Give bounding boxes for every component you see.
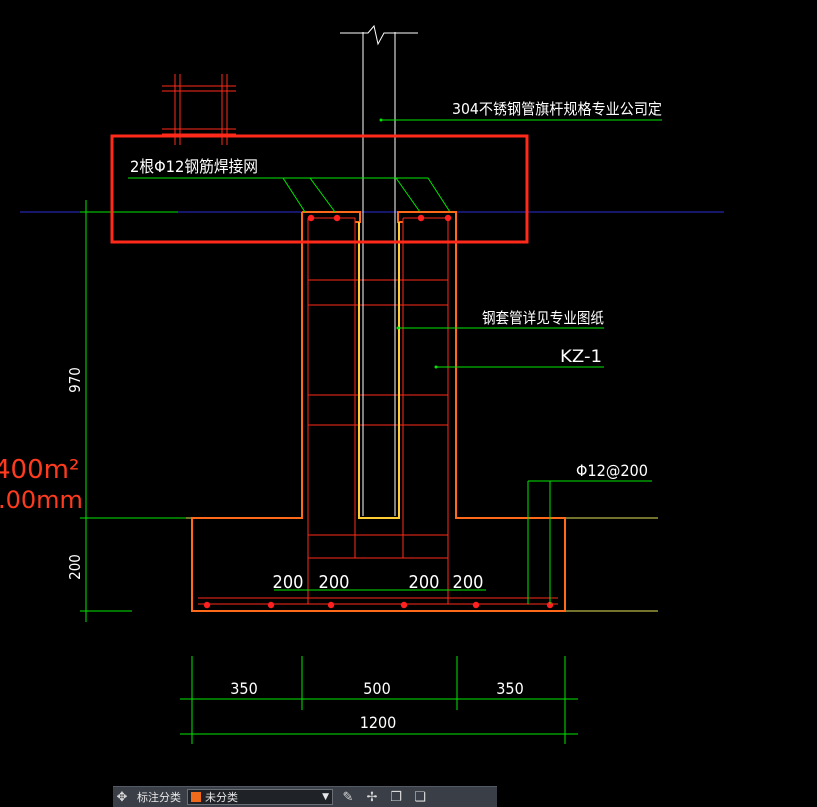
pipe-spec-label: 304不锈钢管旗杆规格专业公司定 [452,100,662,118]
annotate-tool-icon[interactable]: ✥ [116,789,128,805]
base-width-right: 350 [496,679,523,698]
category-label: 标注分类 [137,791,181,804]
copy-icon[interactable]: ❐ [390,789,402,805]
edit-icon[interactable]: ✎ [342,789,354,805]
steel-sleeve-label: 钢套管详见专业图纸 [482,309,604,327]
base-total-width: 1200 [360,713,397,732]
annotation-toolbar: ✥ 标注分类 未分类 ▼ ✎ ✢ ❐ ❏ [113,786,497,807]
rebar-cage [198,217,558,605]
bar-spacing-4: 200 [453,572,484,593]
column-height-dim: 970 [66,367,84,393]
bar-spacing-1: 200 [273,572,304,593]
length-measure: .00mm [0,486,83,514]
rebar-dots [203,214,554,609]
horizontal-dims [180,589,578,744]
column-outline [191,211,566,612]
base-width-mid: 500 [363,679,390,698]
highlight-box [110,134,529,244]
stirrup-spec-label: Φ12@200 [576,461,648,480]
category-select[interactable]: 未分类 ▼ [187,789,333,805]
paste-icon[interactable]: ❏ [414,789,426,805]
weld-mesh-label: 2根Φ12钢筋焊接网 [130,157,258,176]
bar-spacing-2: 200 [319,572,350,593]
leader-lines [128,119,662,604]
category-color-swatch [191,792,201,802]
category-select-value: 未分类 [205,791,238,804]
column-id-label: KZ-1 [560,347,602,367]
mesh-detail [162,74,236,145]
move-icon[interactable]: ✢ [366,789,378,805]
flagpole-pipe [340,24,418,519]
base-width-left: 350 [230,679,257,698]
vertical-dims [80,200,186,622]
footing-height-dim: 200 [66,554,84,580]
bar-spacing-3: 200 [409,572,440,593]
chevron-down-icon: ▼ [322,792,329,802]
area-measure: 400m² [0,455,79,485]
cad-drawing: 304不锈钢管旗杆规格专业公司定 2根Φ12钢筋焊接网 钢套管详见专业图纸 KZ… [0,24,724,744]
